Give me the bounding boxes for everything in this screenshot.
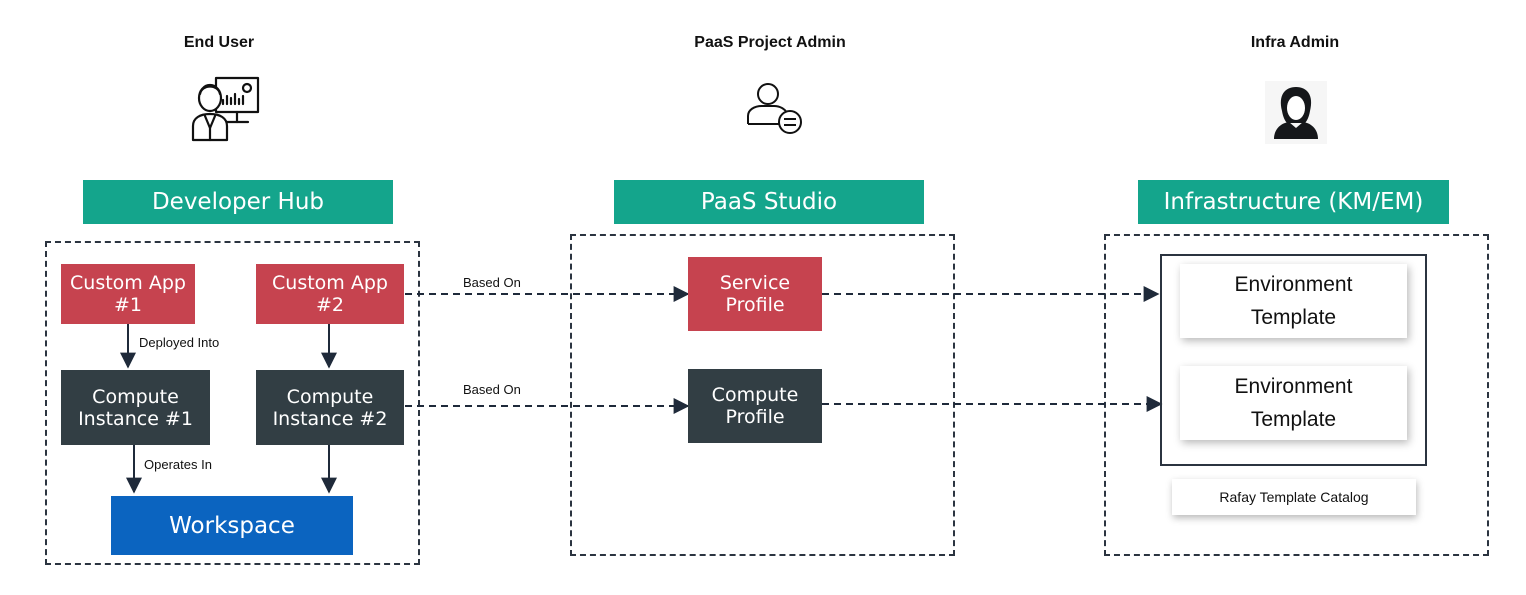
label-deployed-into: Deployed Into xyxy=(139,335,220,350)
compute-instance-2: Compute Instance #2 xyxy=(256,370,404,445)
role-infra-admin: Infra Admin xyxy=(1250,34,1340,51)
role-end-user: End User xyxy=(183,34,255,51)
custom-app-2: Custom App #2 xyxy=(256,264,404,324)
workspace: Workspace xyxy=(111,496,353,555)
developer-hub-container xyxy=(45,241,420,565)
rafay-template-catalog: Rafay Template Catalog xyxy=(1172,479,1416,515)
custom-app-1: Custom App #1 xyxy=(61,264,195,324)
label-based-on-2: Based On xyxy=(463,382,521,397)
compute-profile: Compute Profile xyxy=(688,369,822,443)
paas-studio-container xyxy=(570,234,955,556)
user-settings-icon xyxy=(747,83,802,134)
infrastructure-container xyxy=(1104,234,1489,556)
environment-template-2: Environment Template xyxy=(1180,366,1407,440)
template-group-box xyxy=(1160,254,1427,466)
developer-hub-banner: Developer Hub xyxy=(83,180,393,224)
paas-studio-banner: PaaS Studio xyxy=(614,180,924,224)
service-profile: Service Profile xyxy=(688,257,822,331)
compute-instance-1: Compute Instance #1 xyxy=(61,370,210,445)
environment-template-1: Environment Template xyxy=(1180,264,1407,338)
woman-user-icon xyxy=(1265,81,1327,144)
label-based-on-1: Based On xyxy=(463,275,521,290)
label-operates-in: Operates In xyxy=(144,457,212,472)
role-paas-admin: PaaS Project Admin xyxy=(694,34,846,51)
user-dashboard-icon xyxy=(191,76,260,142)
infrastructure-banner: Infrastructure (KM/EM) xyxy=(1138,180,1449,224)
